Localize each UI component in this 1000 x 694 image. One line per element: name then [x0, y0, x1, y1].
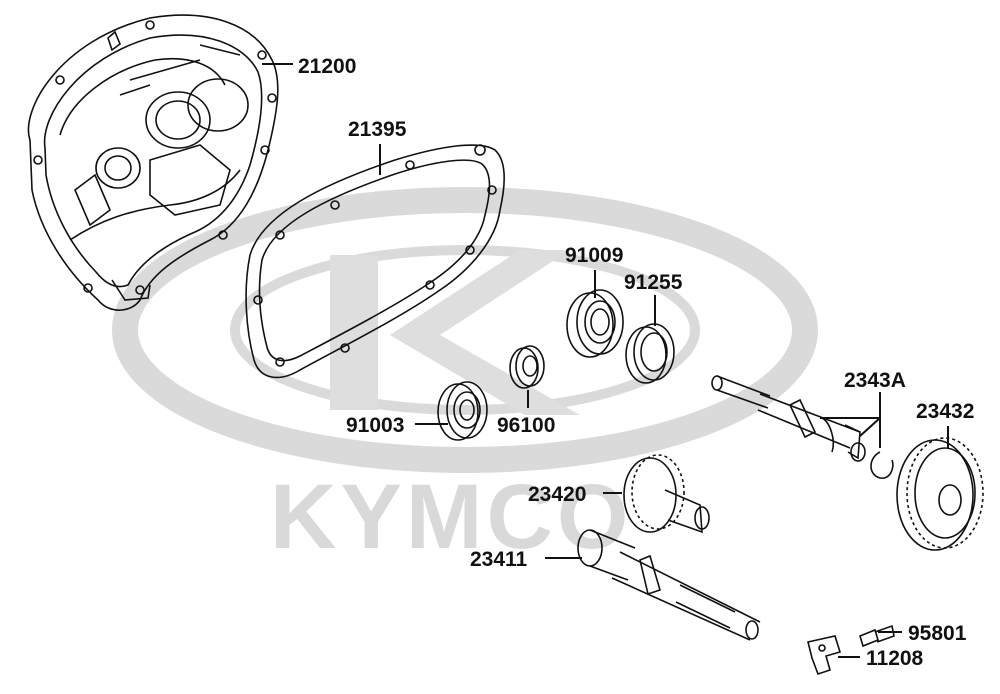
drive-shaft-lower — [577, 529, 761, 641]
callout-label-91009: 91009 — [565, 244, 623, 267]
callout-label-95801: 95801 — [908, 622, 967, 645]
callout-label-96100: 96100 — [497, 414, 555, 437]
bracket-11208 — [807, 635, 842, 676]
callout-label-21395: 21395 — [348, 118, 407, 141]
final-gear-23432 — [896, 437, 984, 551]
callout-label-23411: 23411 — [470, 548, 528, 571]
bearing-91009 — [566, 289, 624, 358]
callout-label-91255: 91255 — [624, 271, 683, 294]
callout-label-2343A: 2343A — [844, 369, 906, 392]
bearing-91003 — [437, 381, 488, 441]
counter-gear-23420 — [623, 454, 710, 534]
circlip-2343A — [870, 451, 894, 479]
bearing-96100 — [509, 345, 545, 389]
callout-labels: 21200 21395 91009 91255 91003 96100 2343… — [298, 55, 974, 670]
drive-shaft-upper — [711, 375, 866, 462]
callout-label-11208: 11208 — [866, 647, 924, 670]
callout-label-21200: 21200 — [298, 55, 356, 78]
callout-label-23432: 23432 — [916, 400, 974, 423]
oil-seal-91255 — [625, 323, 675, 384]
gasket — [245, 144, 506, 379]
kymco-watermark-text: KYMCO — [270, 466, 632, 568]
kymco-watermark-logo — [112, 187, 818, 473]
callout-label-91003: 91003 — [346, 414, 404, 437]
leader-lines — [262, 63, 949, 658]
bolt-95801 — [859, 624, 895, 648]
callout-label-23420: 23420 — [528, 483, 586, 506]
crankcase-cover — [27, 14, 279, 311]
